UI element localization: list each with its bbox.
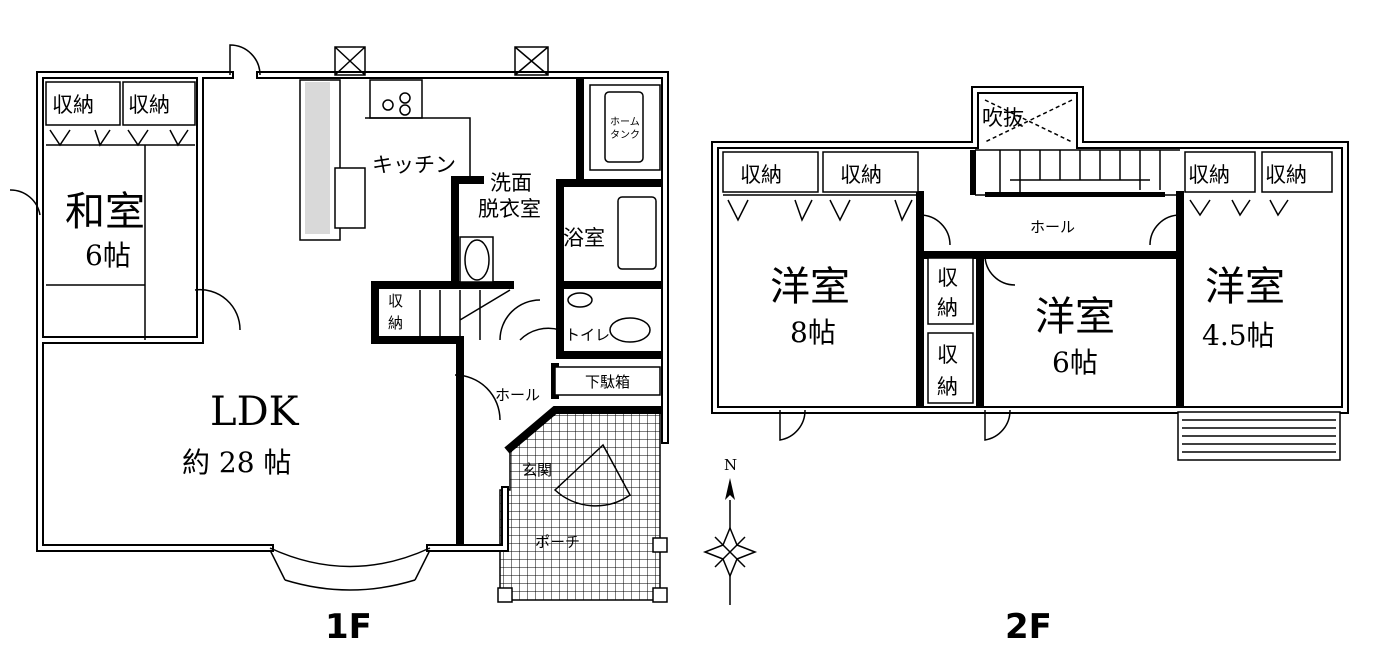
room-label-storage: 納 [937, 296, 958, 320]
walls-2f [711, 86, 1349, 414]
room-label-stair-storage: 納 [388, 314, 403, 332]
room-label-entrance: 玄関 [522, 461, 552, 479]
room-label-dressing: 脱衣室 [478, 197, 541, 221]
compass-icon: N [702, 456, 758, 605]
room-size-washitsu: 6帖 [85, 239, 131, 272]
shoe-box-label: 下駄箱 [585, 373, 630, 391]
tank-label: ホーム [610, 116, 640, 128]
room-label-washitsu: 和室 [65, 189, 145, 235]
floor-2-plan: 吹抜 収納 収納 収納 収納 ホール 洋室 8帖 洋室 6帖 洋室 4.5帖 収… [711, 86, 1349, 647]
room-label-storage: 収納 [840, 163, 882, 187]
floor-label-2f: 2F [1005, 607, 1052, 647]
compass-north: N [724, 456, 737, 474]
room-label-storage: 収納 [128, 93, 170, 117]
room-size-western: 4.5帖 [1202, 319, 1275, 352]
room-label-hall: ホール [495, 386, 540, 404]
room-label-storage: 収納 [1265, 163, 1307, 187]
room-label-western: 洋室 [770, 264, 850, 310]
room-size-western: 6帖 [1052, 346, 1098, 379]
room-label-storage: 収納 [52, 93, 94, 117]
void-label: 吹抜 [982, 106, 1024, 130]
room-label-western: 洋室 [1035, 294, 1115, 340]
room-label-porch: ポーチ [535, 533, 580, 551]
room-label-western: 洋室 [1205, 264, 1285, 310]
room-size-western: 8帖 [790, 316, 836, 349]
room-label-storage: 収 [937, 266, 958, 290]
room-label-toilet: トイレ [565, 326, 610, 344]
room-label-bath: 浴室 [563, 226, 605, 250]
room-label-storage: 納 [937, 375, 958, 399]
room-label-kitchen: キッチン [372, 153, 456, 177]
tank-label: タンク [610, 129, 640, 141]
room-label-storage: 収 [937, 343, 958, 367]
room-label-storage: 収納 [740, 163, 782, 187]
floor-1-plan: 収納 収納 和室 6帖 LDK 約 28 帖 キッチン 洗面 脱衣室 浴室 ホー… [9, 44, 669, 647]
room-label-ldk: LDK [210, 389, 300, 435]
room-label-washroom: 洗面 [490, 171, 532, 195]
room-label-stair-storage: 収 [388, 292, 403, 310]
room-label-hall: ホール [1030, 218, 1075, 236]
room-size-ldk: 約 28 帖 [182, 446, 291, 479]
floor-label-1f: 1F [325, 607, 372, 647]
room-label-storage: 収納 [1188, 163, 1230, 187]
